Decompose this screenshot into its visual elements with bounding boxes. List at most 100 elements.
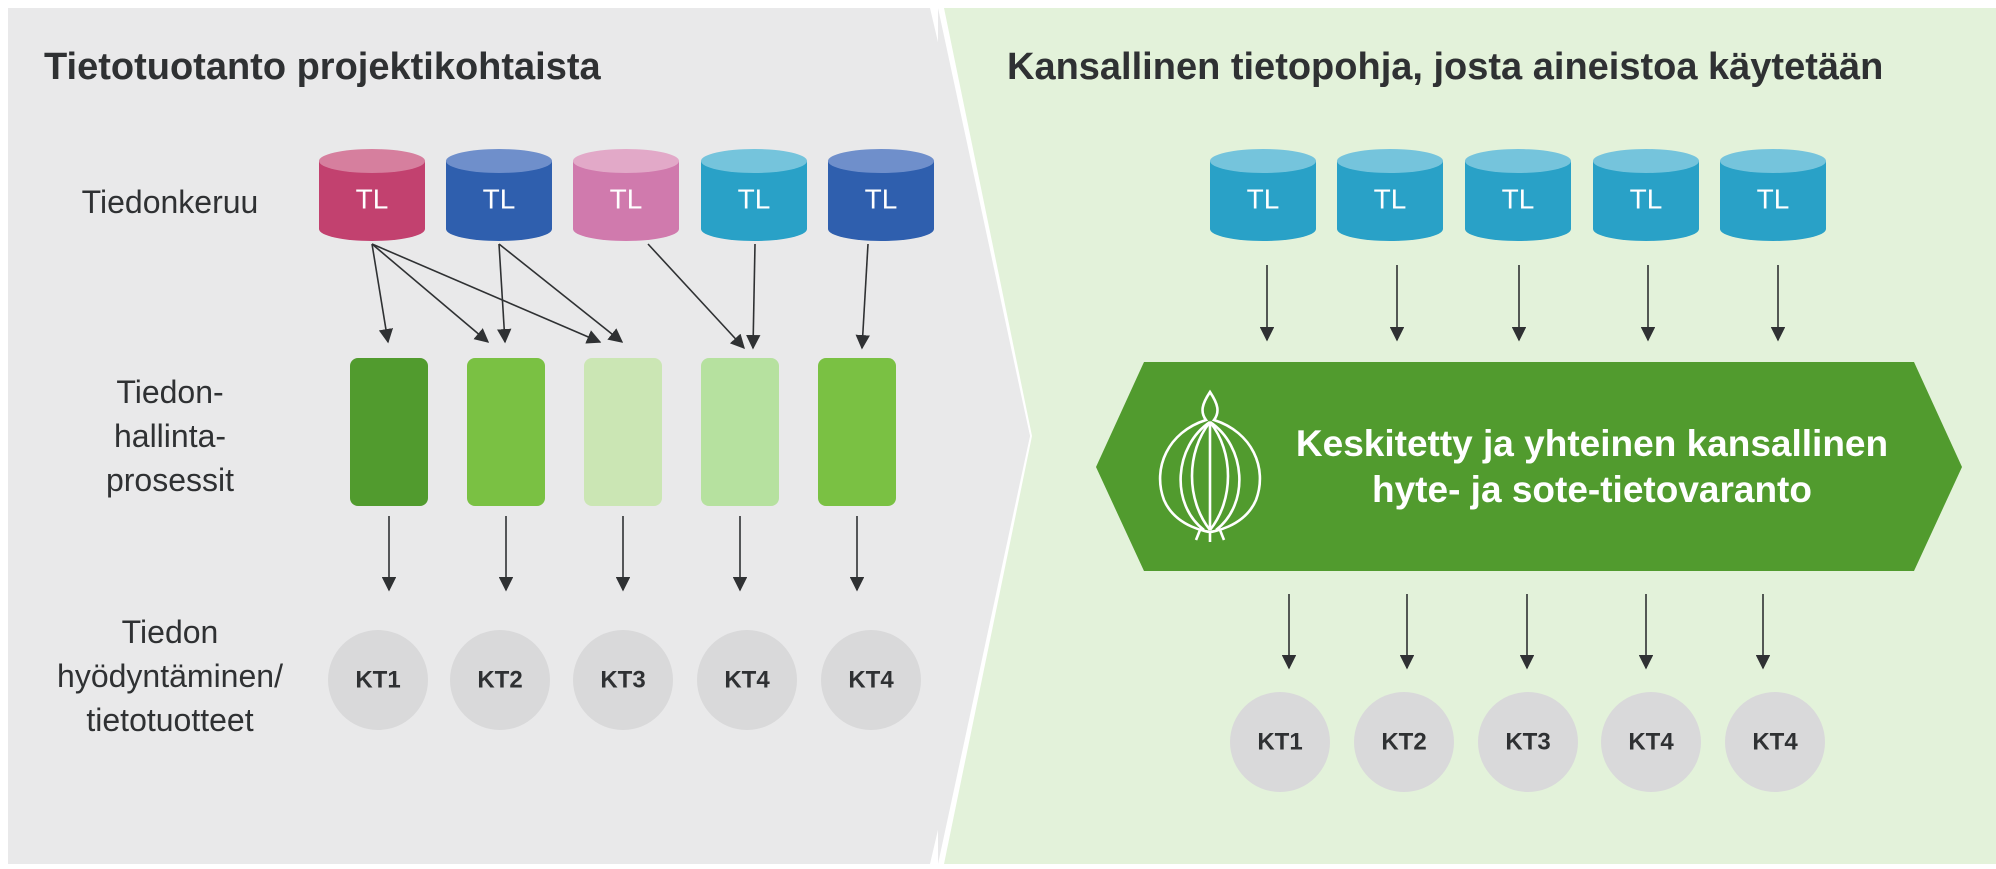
cylinder-top bbox=[446, 149, 552, 173]
right-title: Kansallinen tietopohja, josta aineistoa … bbox=[1007, 46, 1884, 88]
product-label: KT4 bbox=[1628, 728, 1674, 755]
left-database: TL bbox=[701, 149, 807, 241]
right-database: TL bbox=[1337, 149, 1443, 241]
row-label-usage: Tiedon hyödyntäminen/ tietotuotteet bbox=[20, 610, 320, 742]
onion-line bbox=[1190, 421, 1212, 531]
onion-line bbox=[1209, 420, 1241, 532]
product-circle: KT4 bbox=[821, 630, 921, 730]
product-circle: KT4 bbox=[1725, 692, 1825, 792]
product-label: KT2 bbox=[477, 666, 522, 693]
right-database: TL bbox=[1465, 149, 1571, 241]
product-label: KT4 bbox=[724, 666, 770, 693]
product-circle-shape bbox=[1478, 692, 1578, 792]
row-label-usage-line: hyödyntäminen/ bbox=[57, 658, 283, 694]
cylinder-top bbox=[1210, 149, 1316, 173]
arrow bbox=[855, 243, 870, 350]
cylinder-body bbox=[1210, 161, 1316, 241]
product-label: KT4 bbox=[848, 666, 894, 693]
database-label: TL bbox=[865, 183, 898, 214]
product-label: KT1 bbox=[355, 666, 400, 693]
product-circle: KT1 bbox=[328, 630, 428, 730]
hub-banner: Keskitetty ja yhteinen kansallinen hyte- … bbox=[1096, 362, 1962, 571]
arrow bbox=[371, 243, 602, 344]
right-database: TL bbox=[1210, 149, 1316, 241]
product-label: KT1 bbox=[1257, 728, 1302, 755]
product-circle: KT3 bbox=[573, 630, 673, 730]
cylinder-top bbox=[319, 149, 425, 173]
cylinder-top bbox=[1337, 149, 1443, 173]
database-label: TL bbox=[1374, 183, 1407, 214]
left-database: TL bbox=[319, 149, 425, 241]
product-circle: KT1 bbox=[1230, 692, 1330, 792]
product-label: KT4 bbox=[1752, 728, 1798, 755]
cylinder-top bbox=[828, 149, 934, 173]
database-label: TL bbox=[1502, 183, 1535, 214]
process-box bbox=[584, 358, 662, 506]
product-circle: KT4 bbox=[697, 630, 797, 730]
product-label: KT3 bbox=[600, 666, 645, 693]
hub-title-line: hyte- ja sote-tietovaranto bbox=[1372, 469, 1812, 510]
cylinder-body bbox=[1465, 161, 1571, 241]
arrow bbox=[498, 243, 624, 343]
process-box bbox=[701, 358, 779, 506]
process-box bbox=[818, 358, 896, 506]
left-database: TL bbox=[446, 149, 552, 241]
cylinder-top bbox=[1465, 149, 1571, 173]
product-circle-shape bbox=[1230, 692, 1330, 792]
database-label: TL bbox=[738, 183, 771, 214]
arrow bbox=[497, 243, 512, 344]
row-label-management-line: prosessit bbox=[105, 462, 235, 498]
cylinder-top bbox=[573, 149, 679, 173]
cylinder-body bbox=[1337, 161, 1443, 241]
product-circle-shape bbox=[1601, 692, 1701, 792]
product-circle-shape bbox=[1725, 692, 1825, 792]
database-label: TL bbox=[483, 183, 516, 214]
onion-line bbox=[1208, 421, 1230, 531]
cylinder-body bbox=[446, 161, 552, 241]
cylinder-body bbox=[1593, 161, 1699, 241]
product-label: KT3 bbox=[1505, 728, 1550, 755]
cylinder-body bbox=[319, 161, 425, 241]
onion-icon bbox=[1158, 389, 1262, 542]
product-circle-shape bbox=[697, 630, 797, 730]
cylinder-body bbox=[573, 161, 679, 241]
database-label: TL bbox=[1757, 183, 1790, 214]
product-circle-shape bbox=[450, 630, 550, 730]
left-database: TL bbox=[828, 149, 934, 241]
onion-line bbox=[1179, 420, 1211, 532]
process-box bbox=[350, 358, 428, 506]
row-label-collection: Tiedonkeruu bbox=[81, 184, 259, 220]
arrow bbox=[371, 243, 394, 344]
process-box bbox=[467, 358, 545, 506]
row-label-management: Tiedon- hallinta- prosessit bbox=[40, 370, 300, 502]
database-label: TL bbox=[356, 183, 389, 214]
database-label: TL bbox=[610, 183, 643, 214]
row-label-management-line: Tiedon- bbox=[116, 374, 224, 410]
database-label: TL bbox=[1247, 183, 1280, 214]
arrow bbox=[371, 243, 490, 343]
product-circle-shape bbox=[1354, 692, 1454, 792]
arrow bbox=[746, 243, 761, 350]
database-label: TL bbox=[1630, 183, 1663, 214]
product-circle: KT2 bbox=[1354, 692, 1454, 792]
arrow bbox=[647, 243, 745, 350]
hub-title-line: Keskitetty ja yhteinen kansallinen bbox=[1296, 423, 1888, 464]
product-circle-shape bbox=[573, 630, 673, 730]
row-label-usage-line: Tiedon bbox=[121, 614, 219, 650]
product-circle-shape bbox=[328, 630, 428, 730]
product-circle: KT4 bbox=[1601, 692, 1701, 792]
cylinder-top bbox=[701, 149, 807, 173]
row-label-usage-line: tietotuotteet bbox=[86, 702, 254, 738]
product-circle-shape bbox=[821, 630, 921, 730]
cylinder-body bbox=[701, 161, 807, 241]
left-database: TL bbox=[573, 149, 679, 241]
right-database: TL bbox=[1720, 149, 1826, 241]
product-label: KT2 bbox=[1381, 728, 1426, 755]
cylinder-body bbox=[1720, 161, 1826, 241]
row-label-management-line: hallinta- bbox=[113, 418, 227, 454]
right-database: TL bbox=[1593, 149, 1699, 241]
chevron-tip bbox=[938, 8, 1030, 864]
product-circle: KT3 bbox=[1478, 692, 1578, 792]
